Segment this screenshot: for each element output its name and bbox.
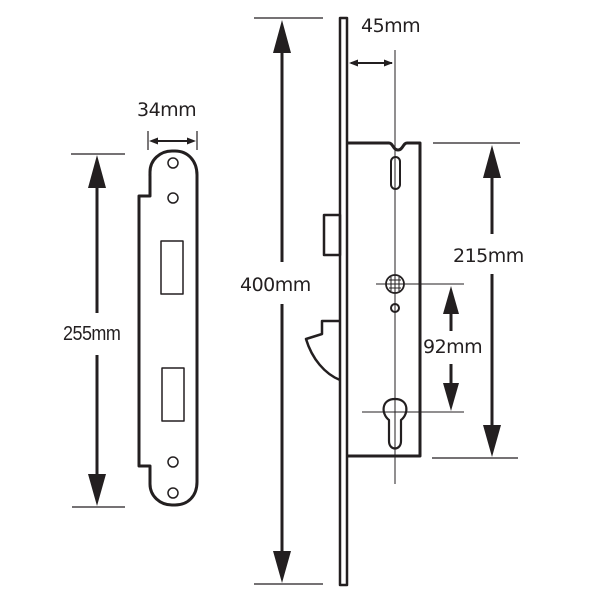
latch-bolt — [322, 213, 342, 257]
strike-latch-slot — [160, 240, 184, 295]
strike-screw-hole — [167, 157, 179, 169]
strike-screw-hole — [167, 456, 179, 468]
arrow-left-icon — [149, 137, 158, 145]
dimension-34mm — [147, 131, 198, 150]
fixing-hole — [390, 303, 400, 313]
backset-label: 45mm — [361, 15, 421, 37]
faceplate — [338, 16, 349, 587]
arrow-right-icon — [187, 137, 196, 145]
arrow-up-icon — [273, 20, 291, 53]
euro-cylinder-cutout — [382, 397, 408, 450]
strike-height-label: 255mm — [63, 323, 121, 345]
centres-label: 92mm — [423, 336, 483, 358]
strike-screw-hole — [167, 487, 179, 499]
strike-bolt-slot — [161, 367, 185, 422]
faceplate-length-label: 400mm — [240, 274, 311, 296]
top-slot — [390, 156, 401, 190]
dimension-400mm — [254, 17, 323, 585]
strike-plate — [137, 149, 199, 507]
case-height-label: 215mm — [453, 245, 524, 267]
hook-bolt — [304, 319, 341, 382]
strike-screw-hole — [167, 192, 179, 204]
strike-plate-outline — [137, 149, 199, 507]
lock-case — [347, 141, 422, 458]
arrow-up-icon — [483, 145, 501, 178]
arrow-right-icon — [384, 59, 393, 67]
arrow-down-icon — [273, 551, 291, 583]
arrow-down-icon — [88, 474, 106, 506]
strike-width-label: 34mm — [137, 99, 197, 121]
arrow-left-icon — [349, 59, 358, 67]
lock-body — [304, 16, 422, 587]
arrow-up-icon — [443, 286, 459, 314]
dimension-255mm — [71, 153, 125, 508]
arrow-up-icon — [88, 155, 106, 188]
arrow-down-icon — [443, 383, 459, 411]
arrow-down-icon — [483, 425, 501, 457]
